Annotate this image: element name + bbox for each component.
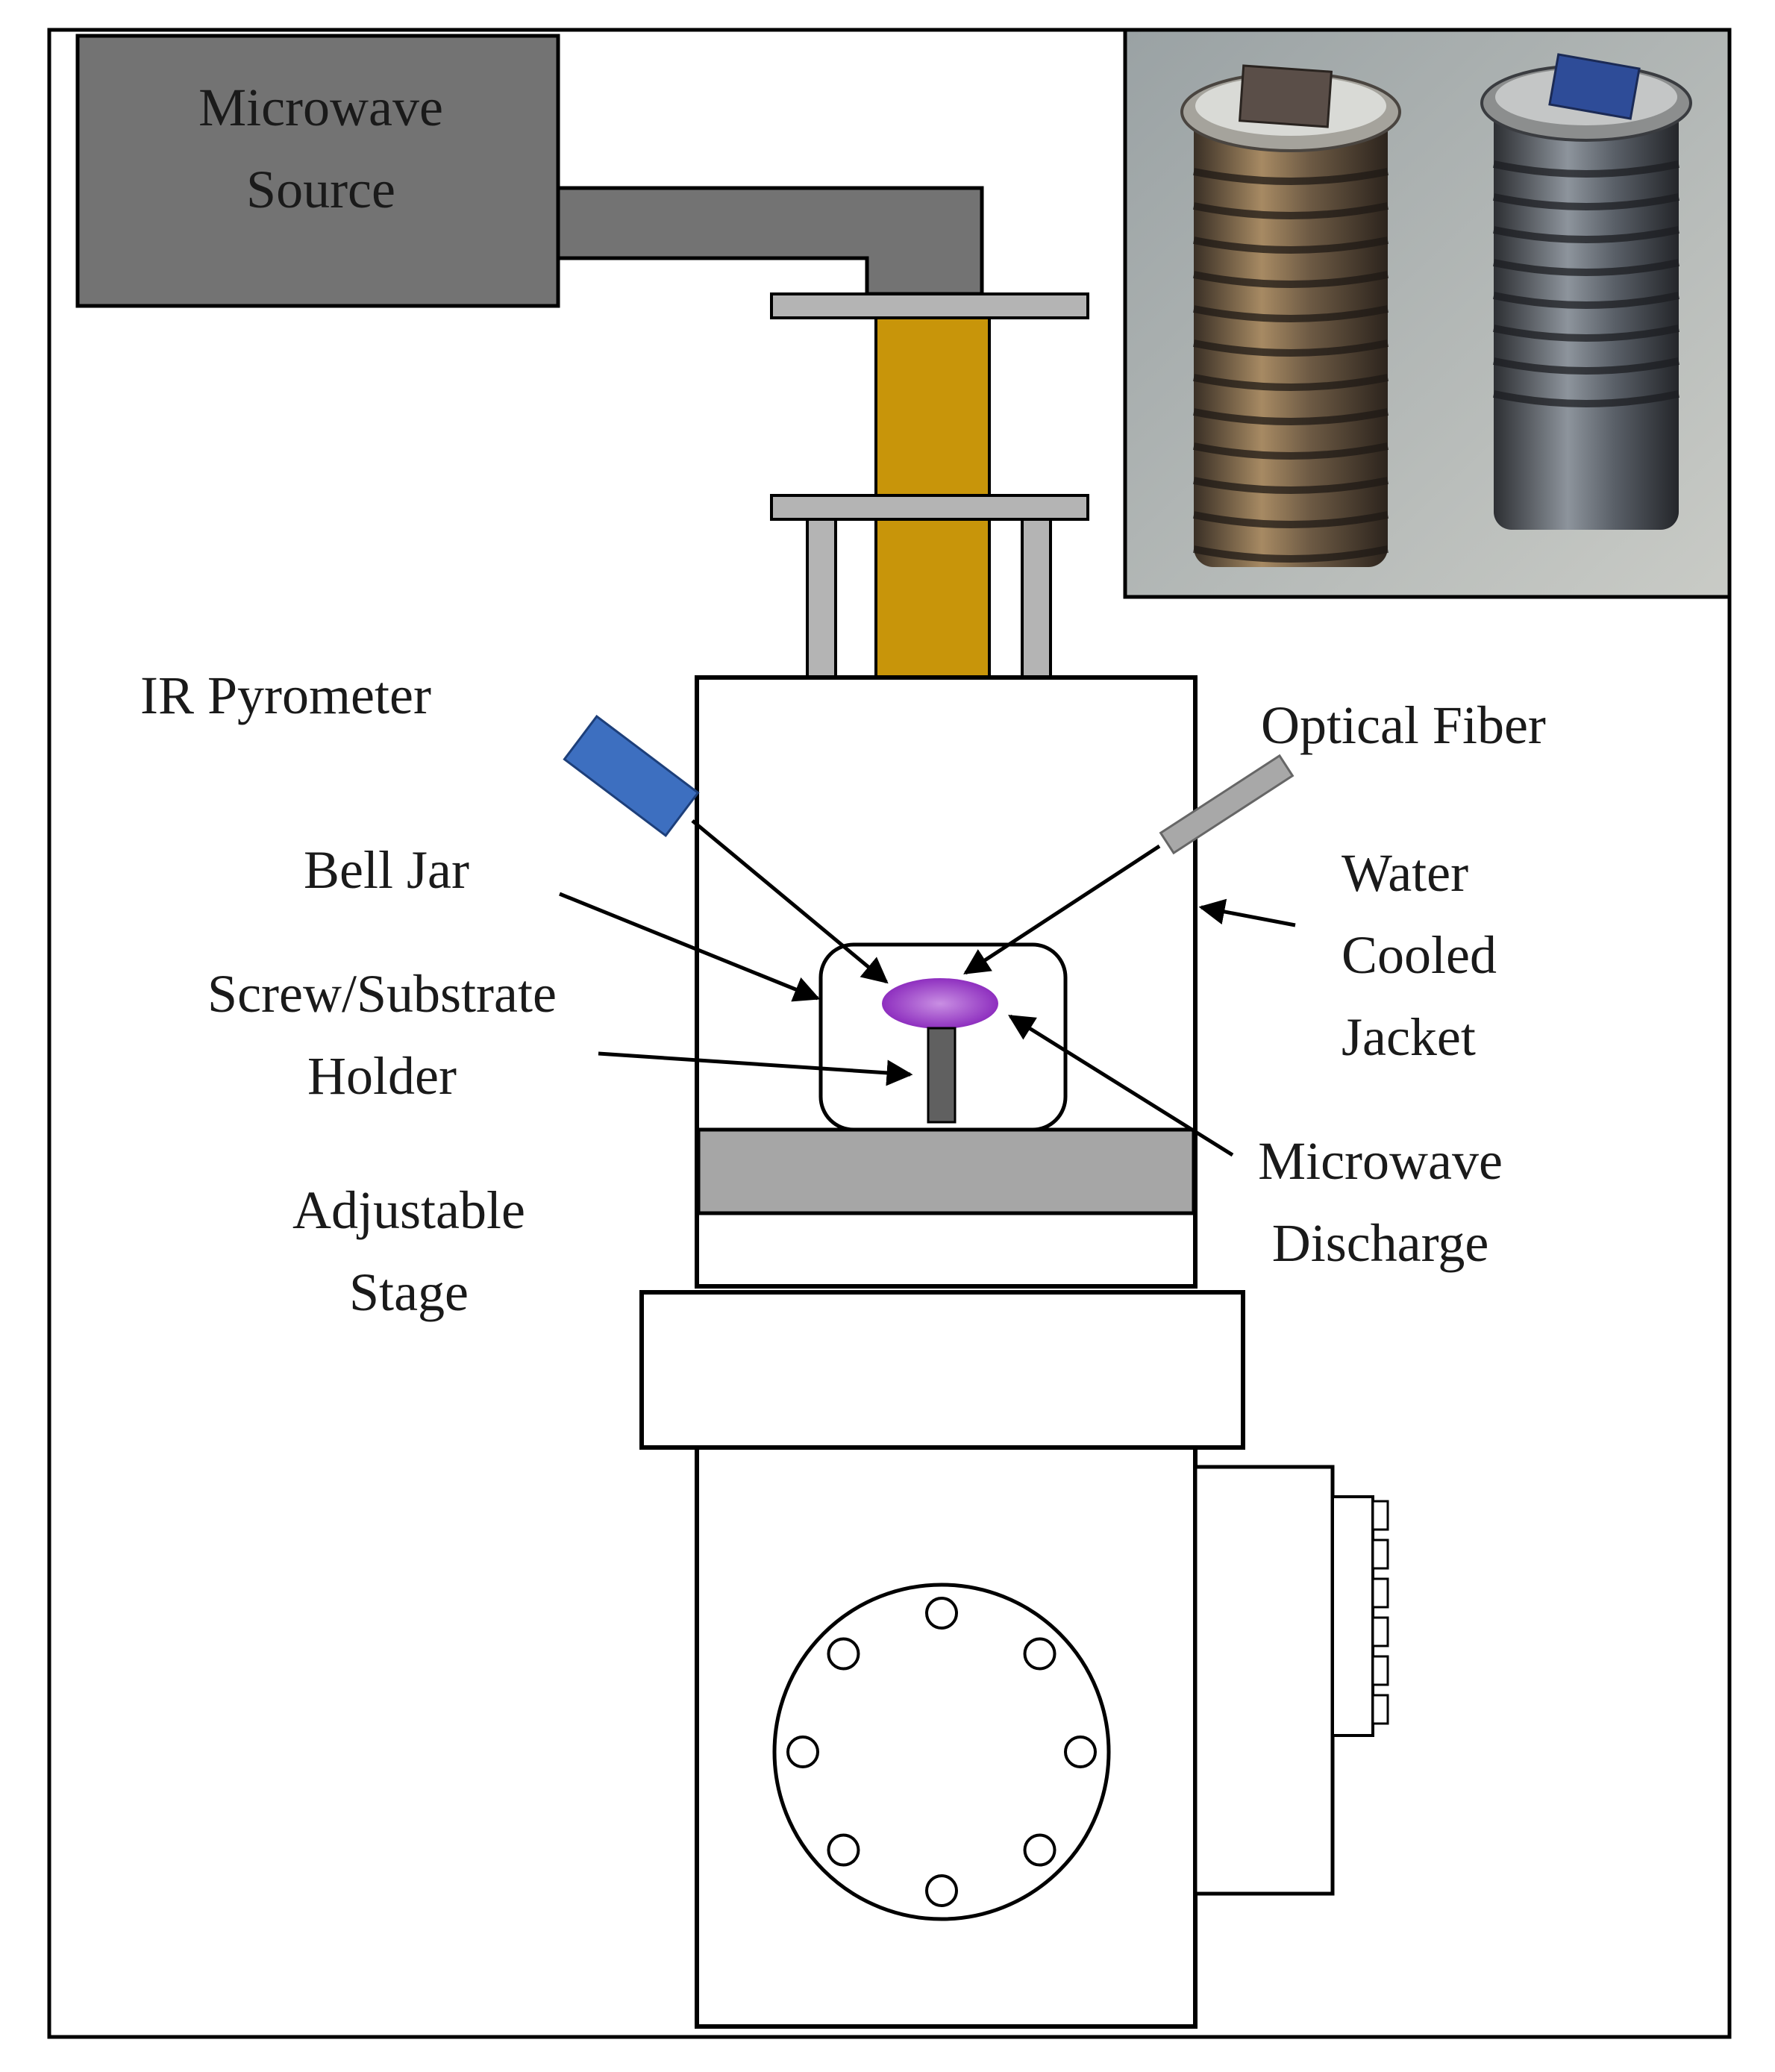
screw-right-body — [1494, 104, 1679, 530]
side-port-tab — [1371, 1694, 1389, 1725]
screw-thread — [1193, 408, 1389, 425]
stage-label-line1: Adjustable — [292, 1180, 525, 1240]
ir-pyrometer-body — [563, 714, 700, 838]
viewport-bolt — [786, 1735, 819, 1768]
discharge-label-line2: Discharge — [1272, 1213, 1489, 1273]
viewport-bolts — [786, 1597, 1097, 1907]
discharge-label-line1: Microwave — [1258, 1131, 1503, 1191]
microwave-source: Microwave Source — [75, 34, 560, 308]
screw-thread — [1193, 442, 1389, 460]
lower-flange — [770, 494, 1089, 521]
side-port — [1193, 1465, 1389, 1896]
substrate-right — [1548, 53, 1641, 120]
arrow-holder — [598, 1051, 913, 1086]
arrow-pyrometer-to-plasma — [691, 819, 889, 984]
arrow-fiber-to-plasma — [963, 844, 1161, 975]
optical-fiber-body — [1159, 754, 1295, 855]
screw-thread — [1492, 390, 1680, 407]
screw-thread — [1193, 305, 1389, 322]
screw-substrate-holder — [927, 1027, 957, 1124]
screw-thread — [1193, 271, 1389, 288]
ir-pyrometer: IR Pyrometer — [140, 666, 700, 838]
viewport-bolt — [1023, 1833, 1056, 1867]
bell-jar-label: Bell Jar — [304, 840, 469, 900]
screw-thread — [1492, 160, 1680, 178]
tuner-assembly — [770, 292, 1089, 679]
viewport-bolt — [827, 1637, 860, 1671]
screw-thread — [1193, 202, 1389, 219]
base-flange — [639, 1290, 1245, 1450]
substrate-left — [1238, 64, 1333, 128]
screw-left-threads — [1193, 168, 1389, 563]
screw-thread — [1492, 193, 1680, 210]
screw-right-threads — [1492, 160, 1680, 407]
screw-thread — [1193, 477, 1389, 494]
viewport-bolt — [925, 1874, 958, 1907]
water-jacket-label-line2: Cooled — [1342, 925, 1497, 985]
screw-thread — [1492, 325, 1680, 342]
viewport-circle — [772, 1583, 1111, 1921]
viewport-bolt — [925, 1597, 958, 1630]
arrow-bell-jar — [559, 892, 821, 1002]
screw-thread — [1193, 374, 1389, 391]
ir-pyrometer-label: IR Pyrometer — [140, 666, 431, 725]
viewport-bolt — [1023, 1637, 1056, 1671]
viewport-bolt — [1064, 1735, 1097, 1768]
side-port-tabs — [1371, 1500, 1389, 1725]
side-port-tab — [1371, 1655, 1389, 1686]
adjustable-stage — [696, 1127, 1196, 1215]
microwave-source-box — [75, 34, 560, 308]
screw-thread — [1193, 339, 1389, 357]
upper-flange — [770, 292, 1089, 319]
microwave-source-label-line2: Source — [246, 160, 395, 219]
side-port-body — [1193, 1465, 1335, 1896]
side-port-flange — [1331, 1495, 1374, 1737]
photo-inset — [1123, 28, 1732, 599]
photo-screw-right — [1480, 53, 1692, 530]
side-port-tab — [1371, 1616, 1389, 1647]
photo-screw-left — [1180, 64, 1401, 567]
holder-label-line2: Holder — [307, 1046, 457, 1106]
water-jacket-label-line3: Jacket — [1342, 1007, 1476, 1067]
optical-fiber-label: Optical Fiber — [1261, 695, 1546, 755]
screw-thread — [1193, 168, 1389, 185]
holder-label-line1: Screw/Substrate — [207, 964, 557, 1024]
viewport-flange — [772, 1583, 1111, 1921]
arrows — [559, 819, 1296, 1157]
arrow-discharge — [1008, 1014, 1234, 1157]
arrow-water-jacket — [1198, 898, 1296, 927]
tuner-section-upper — [874, 316, 991, 497]
microwave-source-label-line1: Microwave — [198, 78, 443, 137]
support-rod-left — [806, 518, 837, 679]
side-port-tab — [1371, 1500, 1389, 1531]
tuner-section-lower — [874, 518, 991, 679]
screw-thread — [1492, 226, 1680, 243]
microwave-discharge-plasma — [882, 978, 998, 1029]
viewport-bolt — [827, 1833, 860, 1867]
screw-thread — [1193, 545, 1389, 563]
screw-thread — [1193, 511, 1389, 528]
screw-thread — [1492, 292, 1680, 309]
side-port-tab — [1371, 1577, 1389, 1609]
side-port-tab — [1371, 1539, 1389, 1570]
support-rod-right — [1021, 518, 1052, 679]
optical-fiber: Optical Fiber — [1159, 695, 1546, 855]
stage-label-line2: Stage — [349, 1262, 469, 1322]
screw-thread — [1193, 237, 1389, 254]
screw-thread — [1492, 259, 1680, 276]
screw-thread — [1492, 357, 1680, 375]
water-jacket-label-line1: Water — [1342, 843, 1468, 903]
